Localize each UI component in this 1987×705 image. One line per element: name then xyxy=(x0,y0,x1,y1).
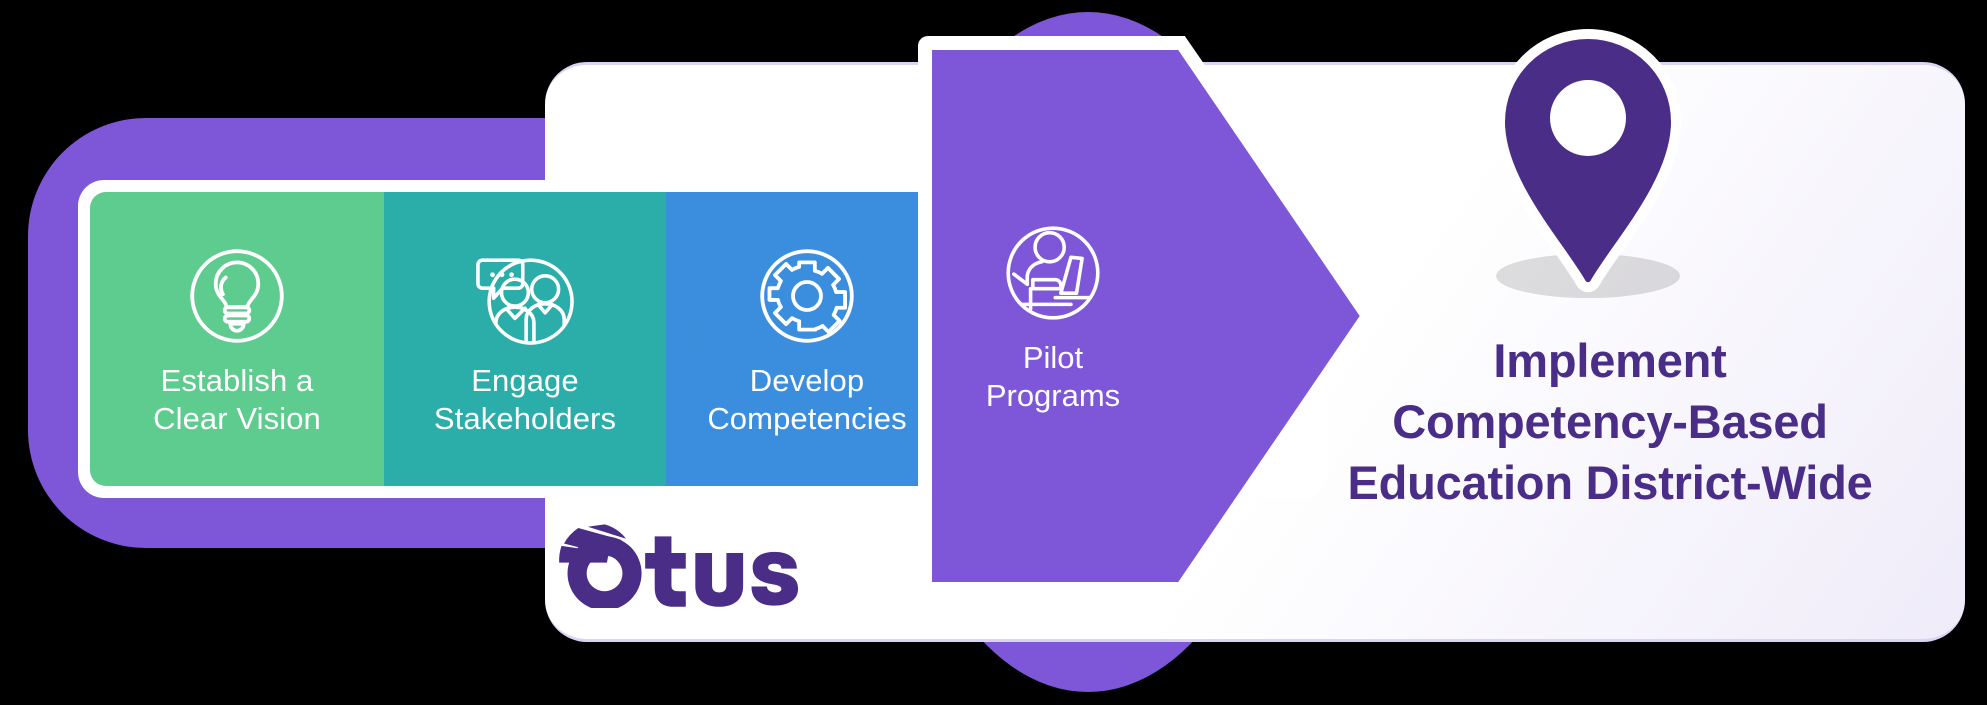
person-laptop-icon xyxy=(997,217,1109,329)
headline-line-2: Competency-Based xyxy=(1392,395,1828,449)
otus-logo-icon xyxy=(552,522,803,608)
outcome-headline: Implement Competency-Based Education Dis… xyxy=(1310,330,1910,513)
headline-line-3: Education District-Wide xyxy=(1347,456,1873,510)
headline-line-1: Implement xyxy=(1493,334,1727,387)
people-chat-icon xyxy=(469,240,581,352)
map-pin-icon xyxy=(1482,28,1694,300)
lightbulb-icon xyxy=(181,240,293,352)
gear-icon xyxy=(751,240,863,352)
